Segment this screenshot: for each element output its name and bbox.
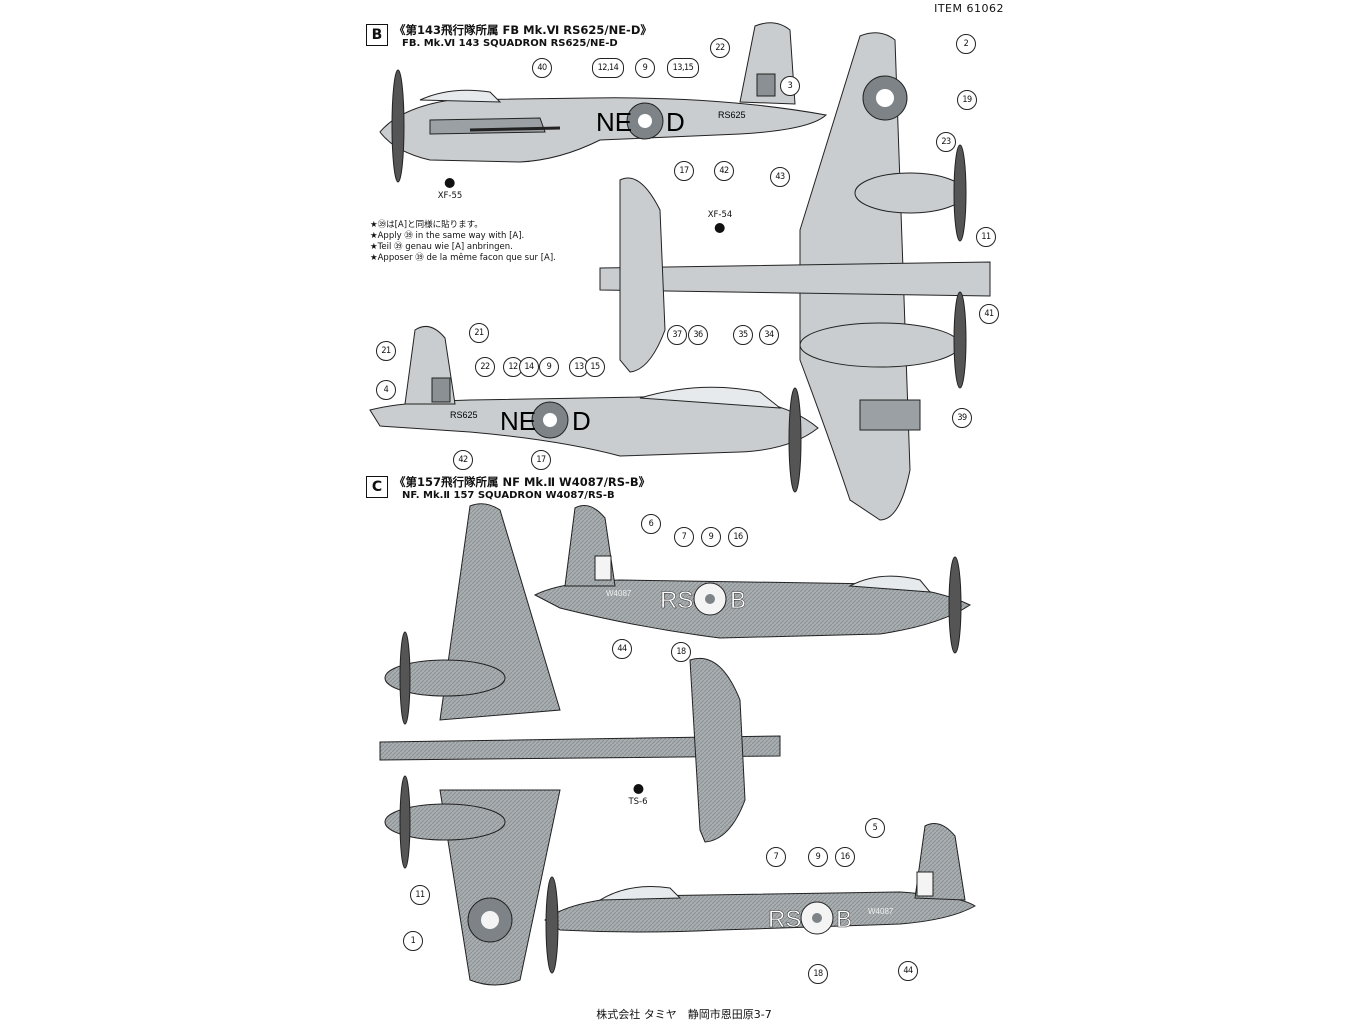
callout-11: 11: [976, 227, 996, 247]
callout-39: 39: [952, 408, 972, 428]
marking-d-b1: D: [666, 107, 685, 137]
callout-36: 36: [688, 325, 708, 345]
callout-14: 14: [519, 357, 539, 377]
note-en: ★Apply ㊴ in the same way with [A].: [370, 231, 525, 241]
paint-xf54: XF-54: [708, 210, 732, 236]
marking-d-b2: D: [572, 406, 591, 436]
serial-c2: W4087: [868, 907, 894, 916]
paint-xf55: XF-55: [438, 178, 462, 201]
callout-42b: 42: [453, 450, 473, 470]
marking-b-c2: B: [836, 906, 852, 933]
callout-7b: 7: [766, 847, 786, 867]
callout-2: 2: [956, 34, 976, 54]
callout-4: 4: [376, 380, 396, 400]
callout-34: 34: [759, 325, 779, 345]
callout-23: 23: [936, 132, 956, 152]
callout-9c: 9: [701, 527, 721, 547]
callout-13-15: 13,15: [667, 58, 699, 78]
callout-21b: 21: [376, 341, 396, 361]
note-de: ★Teil ㊴ genau wie [A] anbringen.: [370, 242, 513, 252]
callout-40: 40: [532, 58, 552, 78]
section-b-letter: B: [366, 24, 388, 46]
callout-5: 5: [865, 818, 885, 838]
publisher-footer: 株式会社 タミヤ 静岡市恩田原3-7: [596, 1008, 772, 1021]
callout-12-14: 12,14: [592, 58, 624, 78]
section-c-title-jp: 《第157飛行隊所属 NF Mk.Ⅱ W4087/RS-B》: [394, 475, 651, 489]
callout-6: 6: [641, 514, 661, 534]
callout-7: 7: [674, 527, 694, 547]
callout-9d: 9: [808, 847, 828, 867]
callout-9b: 9: [539, 357, 559, 377]
callout-43: 43: [770, 167, 790, 187]
callout-35: 35: [733, 325, 753, 345]
callout-18b: 18: [808, 964, 828, 984]
note-fr: ★Apposer ㊴ de la même facon que sur [A].: [370, 253, 556, 263]
callout-37: 37: [667, 325, 687, 345]
callout-22b: 22: [475, 357, 495, 377]
callout-15: 15: [585, 357, 605, 377]
section-b-title-jp: 《第143飛行隊所属 FB Mk.Ⅵ RS625/NE-D》: [394, 23, 652, 37]
c-top-view: [379, 503, 781, 986]
callout-44: 44: [612, 639, 632, 659]
callout-1: 1: [403, 931, 423, 951]
callout-11b: 11: [410, 885, 430, 905]
serial-b2: RS625: [450, 410, 478, 420]
marking-b-c1: B: [730, 587, 746, 614]
b-top-view: [599, 32, 991, 521]
instruction-notes: ★㊴は[A]と同様に貼ります。 ★Apply ㊴ in the same way…: [370, 220, 556, 264]
callout-41: 41: [979, 304, 999, 324]
callout-19: 19: [957, 90, 977, 110]
marking-ne-b1: NE: [596, 107, 632, 137]
callout-42: 42: [714, 161, 734, 181]
note-jp: ★㊴は[A]と同様に貼ります。: [370, 220, 483, 230]
paint-ts6: TS-6: [628, 784, 648, 807]
serial-c1: W4087: [606, 589, 632, 598]
callout-3: 3: [780, 76, 800, 96]
marking-rs-c2: RS: [768, 906, 801, 933]
section-b-title-en: FB. Mk.Ⅵ 143 SQUADRON RS625/NE-D: [402, 38, 618, 49]
callout-9: 9: [635, 58, 655, 78]
c-side-view-top: [533, 505, 971, 654]
callout-22: 22: [710, 38, 730, 58]
marking-ne-b2: NE: [500, 406, 536, 436]
callout-17b: 17: [531, 450, 551, 470]
c-side-view-bottom: [544, 823, 976, 974]
item-number: ITEM 61062: [934, 2, 1004, 15]
callout-16b: 16: [835, 847, 855, 867]
section-c-letter: C: [366, 476, 388, 498]
serial-b1: RS625: [718, 110, 746, 120]
marking-rs-c1: RS: [660, 587, 693, 614]
b-side-view-right: [369, 325, 819, 493]
callout-44b: 44: [898, 961, 918, 981]
callout-21a: 21: [469, 323, 489, 343]
callout-16: 16: [728, 527, 748, 547]
callout-17: 17: [674, 161, 694, 181]
b-side-view-left: [379, 22, 828, 183]
callout-18: 18: [671, 642, 691, 662]
section-c-title-en: NF. Mk.Ⅱ 157 SQUADRON W4087/RS-B: [402, 490, 615, 501]
